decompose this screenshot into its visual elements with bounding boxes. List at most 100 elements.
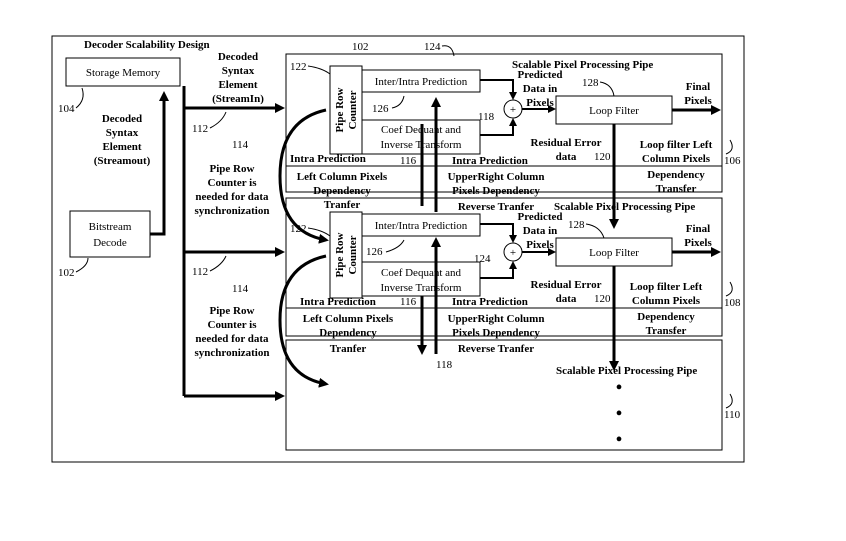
ref-126-b: 126 — [366, 246, 383, 258]
predicted-1-b: Data in — [523, 83, 558, 95]
lf-left-2-d: Transfer — [646, 325, 687, 337]
loop-filter-box-2 — [555, 237, 673, 267]
coef-2-line1: Coef Dequant and — [381, 267, 462, 279]
intra-pred-1-mid: Intra Prediction — [452, 155, 528, 167]
dot-2: • — [615, 403, 622, 425]
pipe-2-title: Scalable Pixel Processing Pipe — [554, 201, 695, 213]
decoded-in-1: Decoded — [218, 51, 258, 63]
coef-to-adder-1 — [480, 118, 517, 136]
bitstream-decode-box — [69, 210, 151, 258]
ref-122-b: 122 — [290, 223, 307, 235]
ref-122-a-leader — [307, 65, 331, 75]
residual-1-b: data — [556, 151, 577, 163]
predicted-1-c: Pixels — [526, 97, 554, 109]
predicted-2-a: Predicted — [517, 211, 562, 223]
upperright-1-c: Reverse Tranfer — [458, 201, 534, 213]
left-col-2-a: Left Column Pixels — [303, 313, 394, 325]
ref-126-a: 126 — [372, 103, 389, 115]
residual-2-a: Residual Error — [531, 279, 602, 291]
upperright-1-b: Pixels Dependency — [452, 185, 540, 197]
ref-108: 108 — [724, 297, 741, 309]
sync-note-1-a: Pipe Row — [210, 163, 255, 175]
ref-116-a: 116 — [400, 155, 417, 167]
bitstream-label-1: Bitstream — [89, 221, 132, 233]
ref-114-a: 114 — [232, 139, 249, 151]
ref-122-b-leader — [307, 227, 331, 237]
predicted-1-a: Predicted — [517, 69, 562, 81]
inter-intra-label-1: Inter/Intra Prediction — [375, 76, 468, 88]
coef-2-line2: Inverse Transform — [381, 282, 462, 294]
ref-124-top-leader — [441, 45, 455, 57]
pred-to-adder-1 — [480, 79, 517, 100]
upperright-2-b: Pixels Dependency — [452, 327, 540, 339]
left-col-2-b: Dependency — [319, 327, 377, 339]
intra-pred-2-mid: Intra Prediction — [452, 296, 528, 308]
sync-note-2-b: Counter is — [208, 319, 258, 331]
inter-intra-label-2: Inter/Intra Prediction — [375, 220, 468, 232]
loop-filter-label-1: Loop Filter — [589, 105, 639, 117]
lf-left-1-d: Transfer — [656, 183, 697, 195]
ref-104-leader — [75, 87, 84, 109]
left-col-1-c: Tranfer — [324, 199, 361, 211]
residual-1-a: Residual Error — [531, 137, 602, 149]
residual-2-b: data — [556, 293, 577, 305]
dot-3: • — [615, 429, 622, 451]
ref-110: 110 — [724, 409, 741, 421]
sync-note-1-c: needed for data — [195, 191, 269, 203]
sync-curve-2 — [278, 254, 329, 388]
decoded-in-4: (StreamIn) — [212, 93, 264, 105]
ref-112-a-leader — [209, 111, 227, 129]
ref-102-bitstream: 102 — [58, 267, 75, 279]
pipe-2-frame — [285, 197, 723, 337]
coef-box-2 — [361, 261, 481, 297]
ref-124-top: 124 — [424, 41, 441, 53]
storage-memory-box — [65, 57, 181, 87]
ref-102-top: 102 — [352, 41, 369, 53]
decoded-out-1: Decoded — [102, 113, 142, 125]
sync-note-1-d: synchronization — [195, 205, 270, 217]
ref-102-leader — [75, 257, 89, 273]
loop-filter-label-2: Loop Filter — [589, 247, 639, 259]
ref-108-leader — [725, 281, 733, 297]
sync-note-2-d: synchronization — [195, 347, 270, 359]
lf-left-1-c: Dependency — [647, 169, 705, 181]
ref-120-b: 120 — [594, 293, 611, 305]
pred-to-adder-2 — [480, 223, 517, 243]
outer-frame — [51, 35, 745, 463]
adder-2-sign: + — [510, 247, 516, 259]
pipe-row-counter-2 — [329, 211, 363, 299]
prc-1-line2: Counter — [347, 90, 359, 129]
left-col-1-a: Left Column Pixels — [297, 171, 388, 183]
ref-120-a: 120 — [594, 151, 611, 163]
ref-112-b: 112 — [192, 266, 208, 278]
lf-left-2-c: Dependency — [637, 311, 695, 323]
ref-118-a: 118 — [478, 111, 495, 123]
prc-2-line1: Pipe Row — [334, 232, 346, 277]
upperright-2-c: Reverse Tranfer — [458, 343, 534, 355]
ref-104: 104 — [58, 103, 75, 115]
final-pixels-2-b: Pixels — [684, 237, 712, 249]
intra-pred-1-left: Intra Prediction — [290, 153, 366, 165]
ref-118-b: 118 — [436, 359, 453, 371]
upperright-1-a: UpperRight Column — [448, 171, 545, 183]
predicted-2-c: Pixels — [526, 239, 554, 251]
pipe-3-frame — [285, 339, 723, 451]
lf-left-2-b: Column Pixels — [632, 295, 701, 307]
ref-116-b: 116 — [400, 296, 417, 308]
ref-122-a: 122 — [290, 61, 307, 73]
lf-left-2-a: Loop filter Left — [630, 281, 703, 293]
ref-106: 106 — [724, 155, 741, 167]
ref-112-a: 112 — [192, 123, 208, 135]
decoded-in-2: Syntax — [222, 65, 255, 77]
ref-128-a-leader — [599, 81, 615, 97]
ref-112-b-leader — [209, 255, 227, 272]
final-pixels-1-a: Final — [686, 81, 710, 93]
predicted-2-b: Data in — [523, 225, 558, 237]
left-col-1-b: Dependency — [313, 185, 371, 197]
streamout-arrow — [150, 91, 169, 236]
intra-pred-2-left: Intra Prediction — [300, 296, 376, 308]
final-pixels-1-b: Pixels — [684, 95, 712, 107]
ref-126-b-leader — [385, 239, 405, 253]
pipe-1-frame — [285, 53, 723, 193]
